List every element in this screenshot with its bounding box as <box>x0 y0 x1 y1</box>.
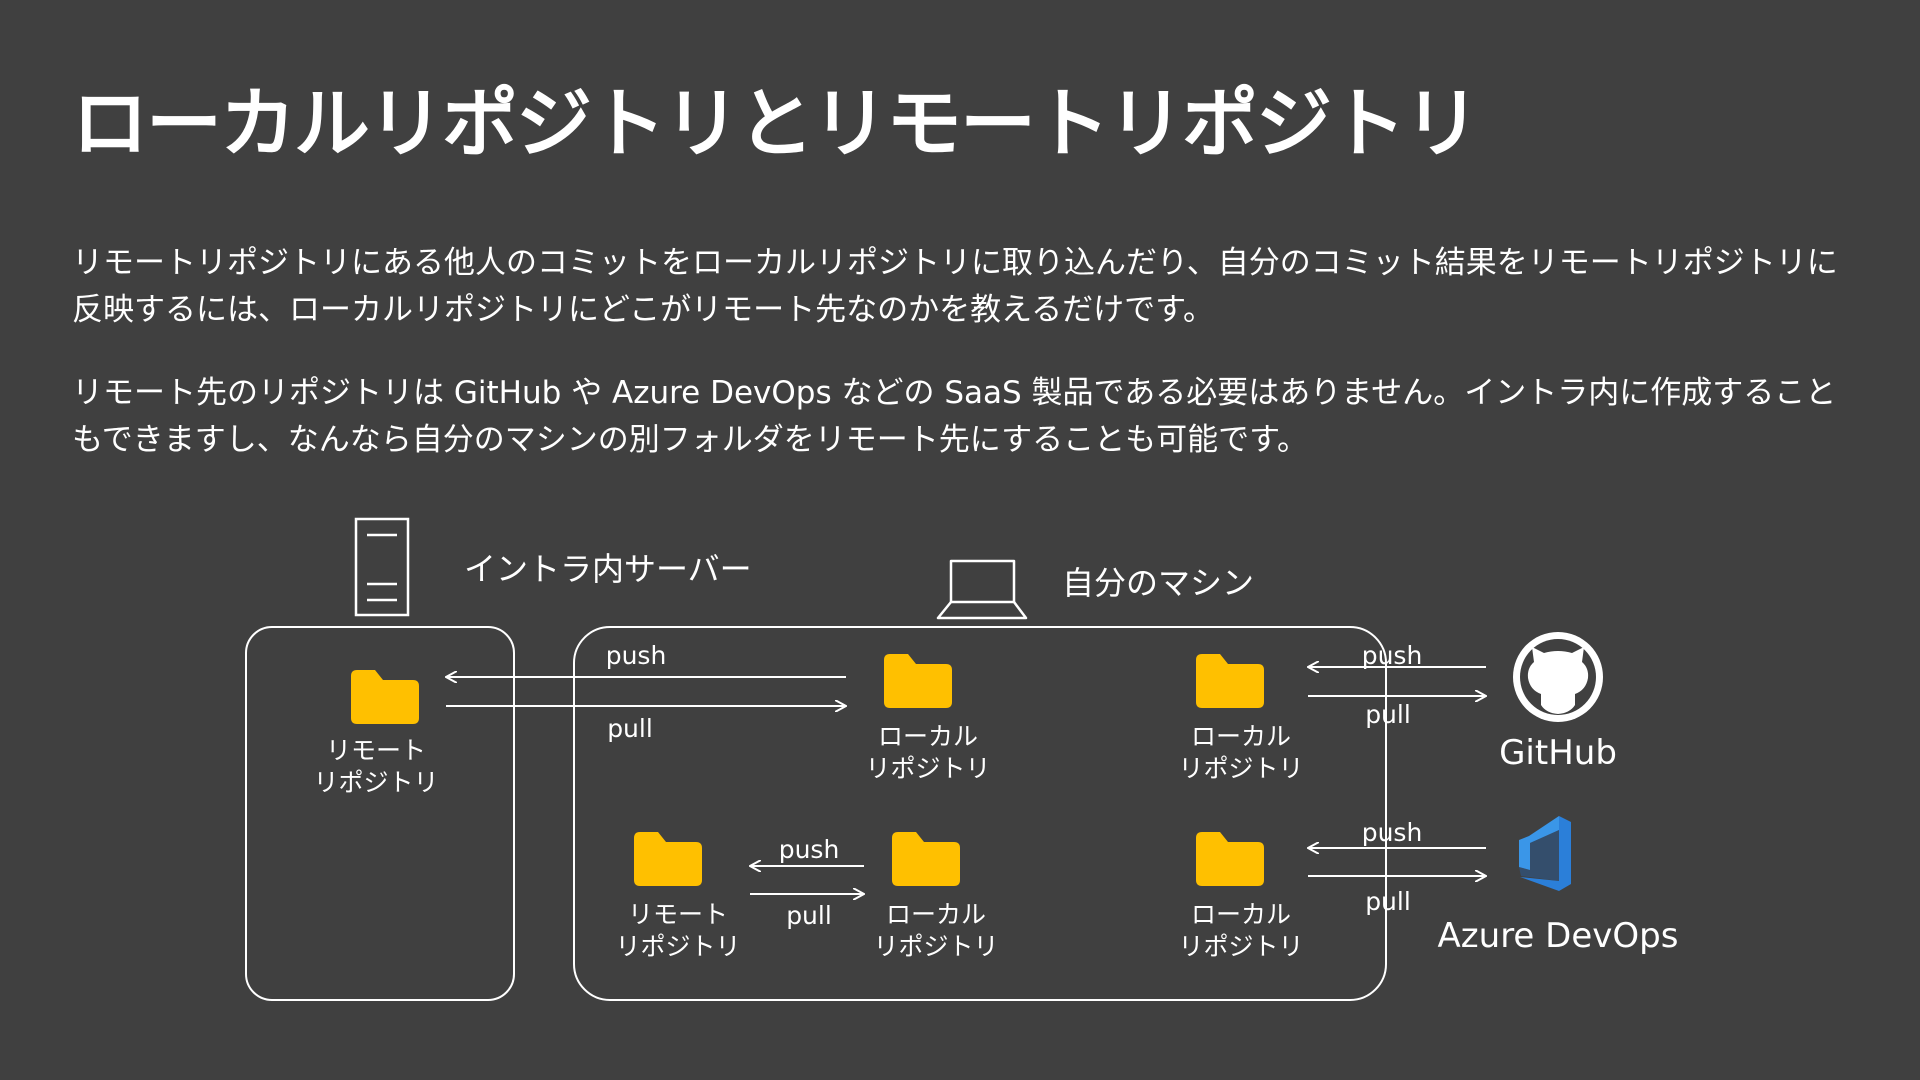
folder-icon-local-1 <box>884 654 952 708</box>
label-local-3-line1: ローカル <box>886 900 986 929</box>
server-label: イントラ内サーバー <box>464 550 752 588</box>
folder-icon-local-2 <box>1196 654 1264 708</box>
label-machine-remote-line2: リポジトリ <box>615 932 740 961</box>
label-local-3-line2: リポジトリ <box>873 932 998 961</box>
machine-label: 自分のマシン <box>1062 564 1254 602</box>
label-local-4-line1: ローカル <box>1191 900 1291 929</box>
github-icon <box>1513 632 1603 722</box>
label-machine-remote-line1: リモート <box>628 900 728 929</box>
label-local-2-line1: ローカル <box>1191 722 1291 751</box>
server-container <box>245 626 515 1001</box>
pull-label-local-remote: pull <box>786 901 832 930</box>
label-local-2-line2: リポジトリ <box>1178 754 1303 783</box>
folder-icon-machine-remote <box>634 832 702 886</box>
pull-label-github: pull <box>1365 700 1411 729</box>
paragraph-intro: リモートリポジトリにある他人のコミットをローカルリポジトリに取り込んだり、自分の… <box>72 245 1838 328</box>
azure-devops-label: Azure DevOps <box>1438 916 1679 956</box>
label-local-1-line2: リポジトリ <box>865 754 990 783</box>
azure-devops-icon <box>1519 816 1571 891</box>
push-label-github: push <box>1362 641 1423 670</box>
push-label-local-remote: push <box>779 835 840 864</box>
folder-icon-local-4 <box>1196 832 1264 886</box>
label-server-remote-line2: リポジトリ <box>313 768 438 797</box>
paragraph-remote-options: リモート先のリポジトリは GitHub や Azure DevOps などの S… <box>72 375 1837 458</box>
server-icon <box>354 517 410 617</box>
push-label-server: push <box>606 641 667 670</box>
laptop-icon <box>936 559 1028 620</box>
pull-label-server: pull <box>607 714 653 743</box>
github-label: GitHub <box>1499 733 1617 773</box>
pull-label-azure: pull <box>1365 887 1411 916</box>
push-label-azure: push <box>1362 818 1423 847</box>
label-server-remote-line1: リモート <box>326 736 426 765</box>
folder-icon-server-remote <box>351 670 419 724</box>
label-local-4-line2: リポジトリ <box>1178 932 1303 961</box>
page-title: ローカルリポジトリとリモートリポジトリ <box>72 79 1480 168</box>
folder-icon-local-3 <box>892 832 960 886</box>
machine-container <box>573 626 1387 1001</box>
label-local-1-line1: ローカル <box>878 722 978 751</box>
